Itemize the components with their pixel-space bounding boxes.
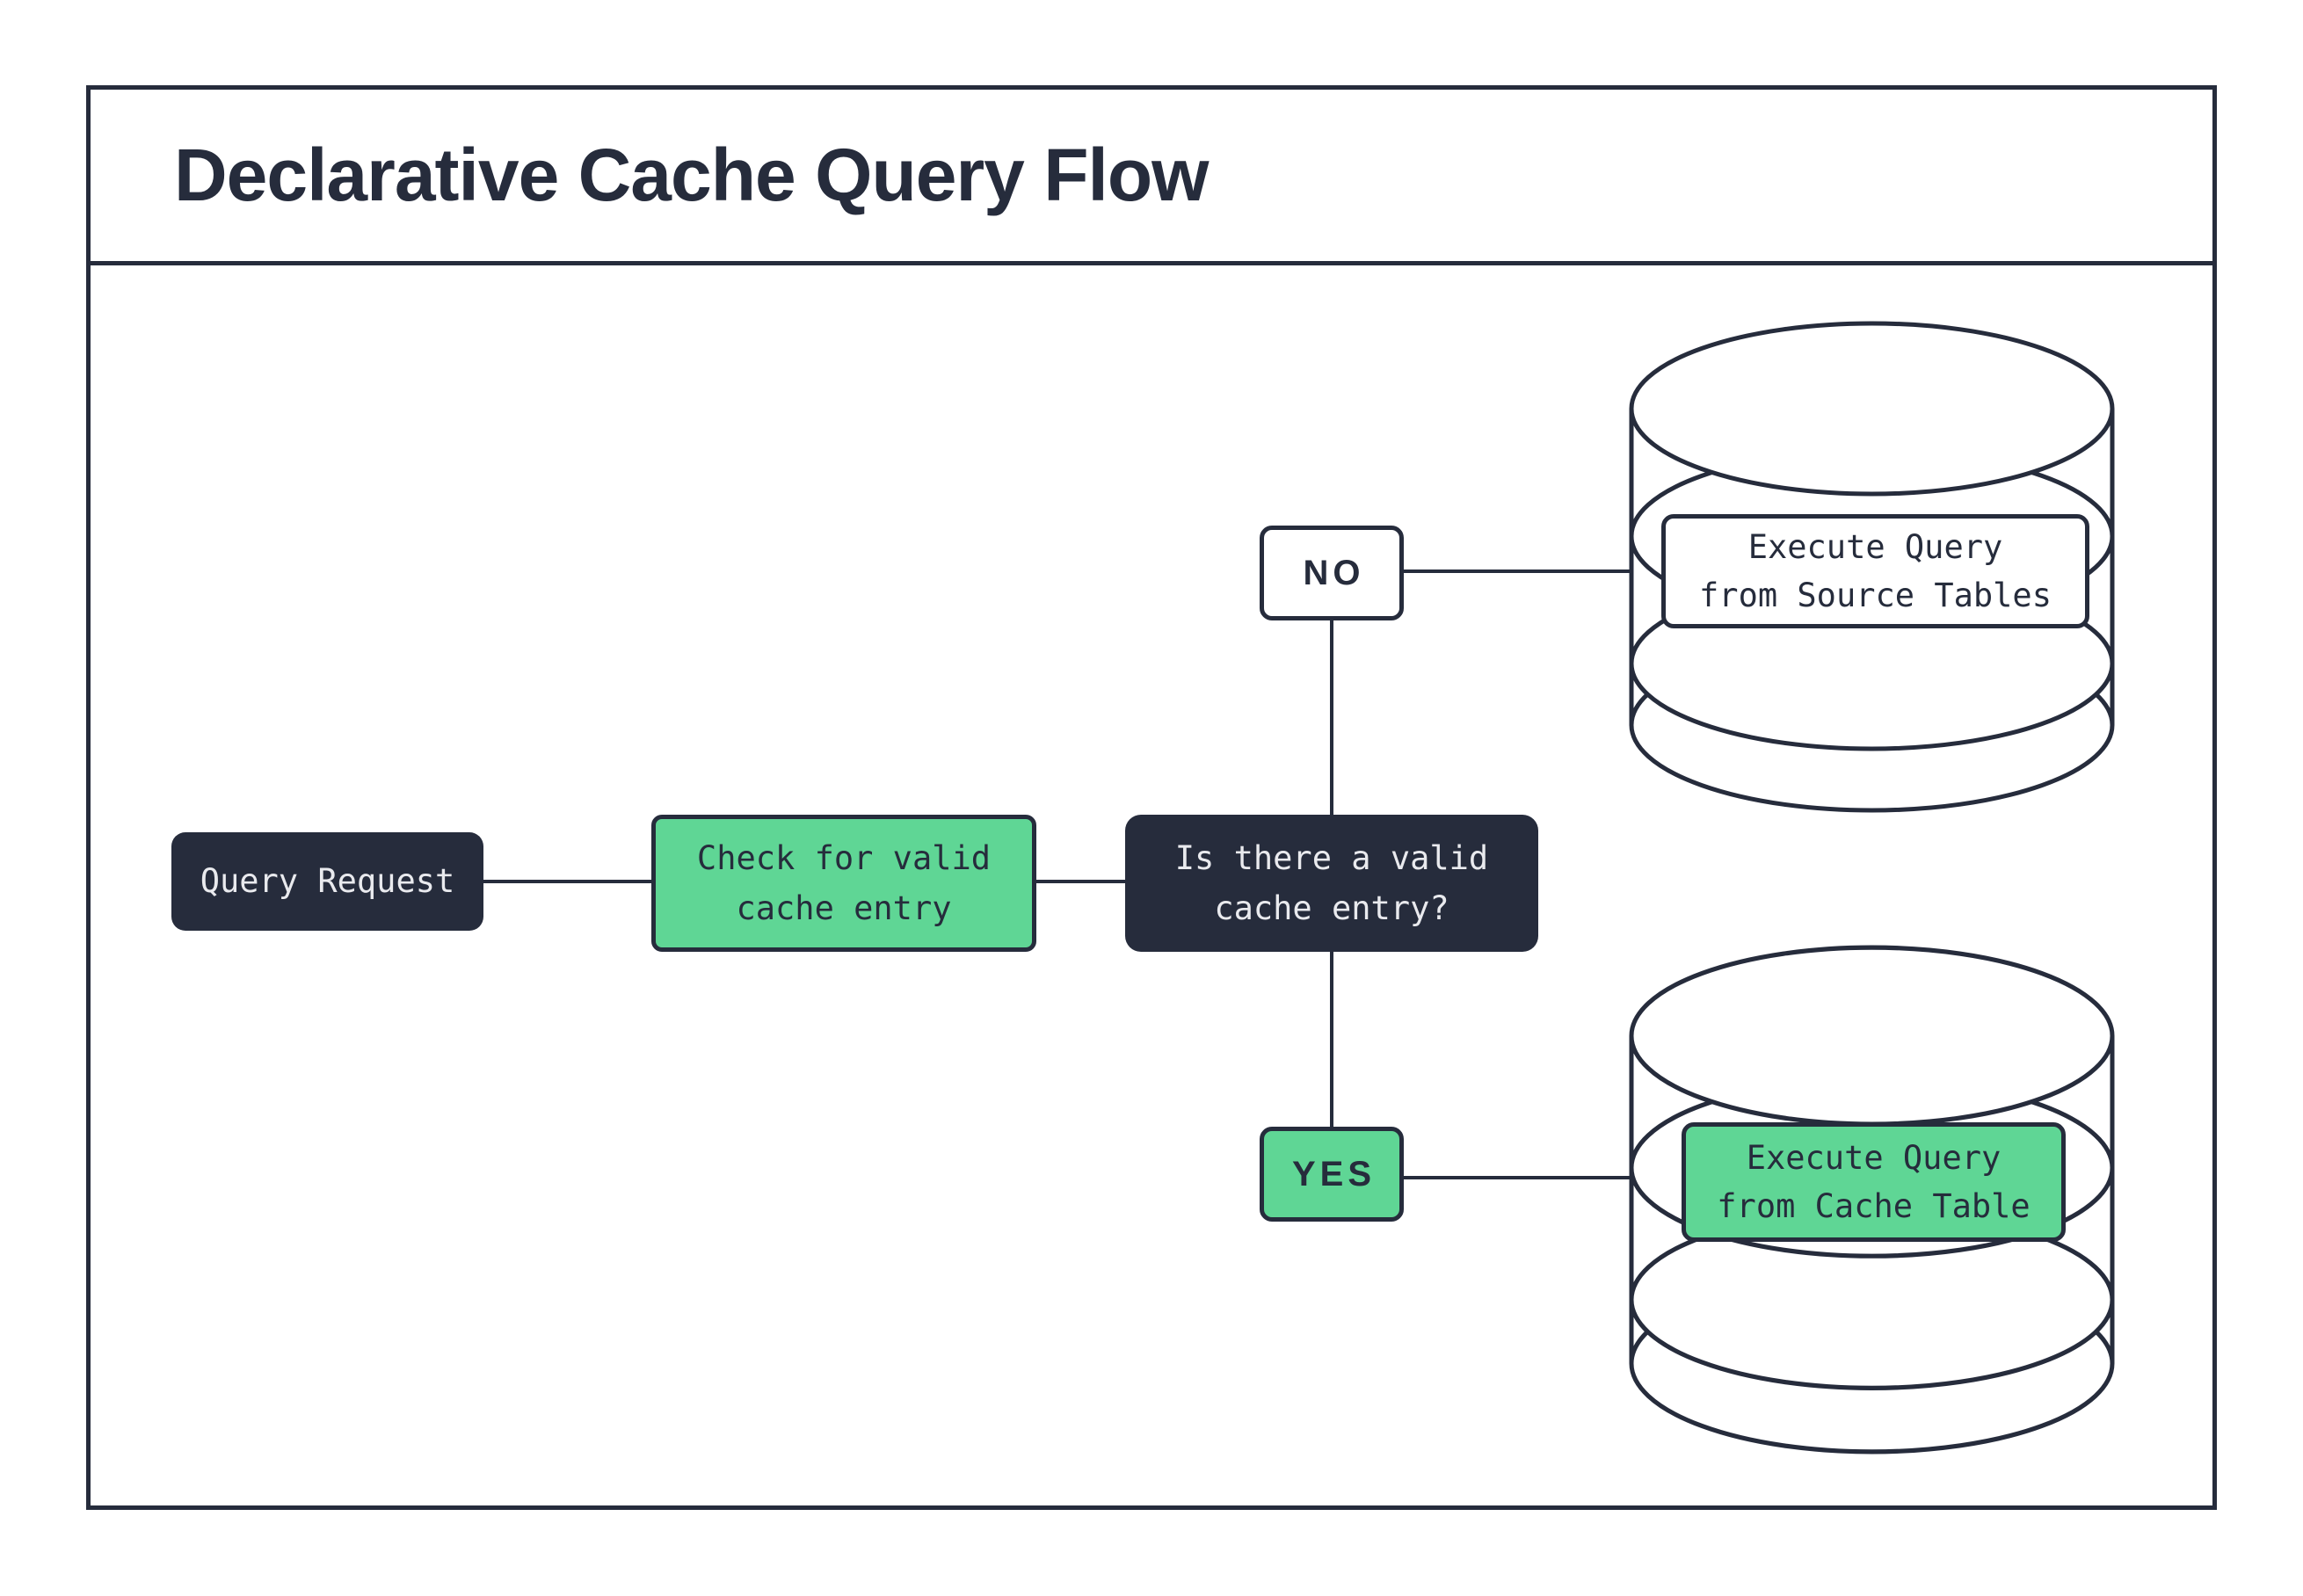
diagram-header: Declarative Cache Query Flow (91, 90, 2212, 265)
node-decision-valid-cache: Is there a valid cache entry? (1125, 815, 1538, 952)
branch-label-yes: YES (1260, 1127, 1404, 1222)
node-execute-query-cache: Execute Query from Cache Table (1682, 1122, 2066, 1242)
edge-no-to-source-db (1404, 569, 1631, 573)
node-execute-query-source: Execute Query from Source Tables (1661, 514, 2089, 628)
edge-query-to-check (483, 880, 651, 883)
edge-check-to-decision (1036, 880, 1125, 883)
node-check-cache-entry: Check for valid cache entry (651, 815, 1036, 952)
node-query-request: Query Request (171, 832, 483, 931)
page-title: Declarative Cache Query Flow (174, 134, 1210, 216)
branch-label-no: NO (1260, 526, 1404, 620)
edge-decision-to-yes (1330, 952, 1333, 1127)
edge-decision-to-no (1330, 620, 1333, 815)
edge-yes-to-cache-db (1404, 1176, 1631, 1179)
